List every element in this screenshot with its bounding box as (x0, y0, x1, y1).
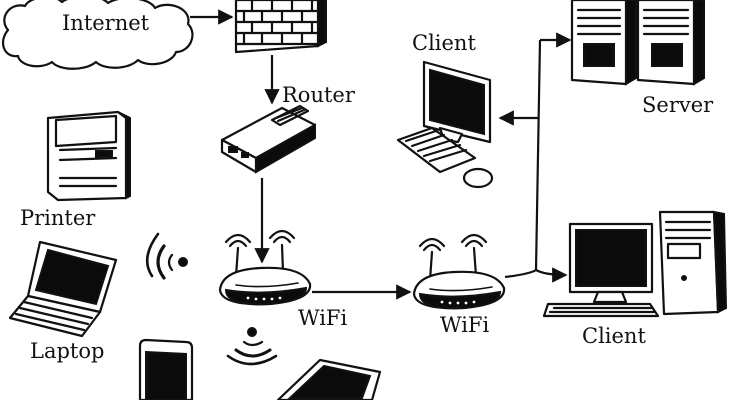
wifi-signal-left (145, 232, 188, 280)
keyboard-icon (396, 126, 477, 174)
tablet-icon (276, 358, 382, 400)
desktop-computer-icon (542, 210, 728, 318)
desktop-computer-icon (396, 60, 494, 189)
signal-waves-icon (226, 327, 278, 366)
router-icon (220, 104, 317, 174)
firewall-node (234, 0, 327, 54)
wifi-left-node: WiFi (218, 229, 348, 330)
keyboard-icon (542, 302, 660, 318)
label-router: Router (282, 83, 356, 107)
phone-node (138, 338, 194, 400)
wireless-router-icon (412, 233, 506, 310)
label-laptop: Laptop (30, 339, 104, 363)
edge-trunk-client-bottom (535, 267, 568, 283)
label-server: Server (642, 93, 714, 117)
wireless-router-icon (218, 229, 312, 306)
label-internet: Internet (62, 11, 150, 35)
cloud-icon (1, 0, 194, 70)
client-top-node: Client (396, 31, 494, 189)
mouse-icon (462, 167, 494, 189)
internet-node: Internet (1, 0, 194, 70)
label-wifi-left: WiFi (298, 306, 348, 330)
printer-node: Printer (20, 110, 131, 230)
tablet-node (276, 358, 382, 400)
wifi-signal-bottom (226, 327, 278, 366)
label-client-bottom: Client (582, 324, 646, 348)
label-client-top: Client (412, 31, 476, 55)
label-wifi-right: WiFi (440, 313, 490, 337)
connectors (190, 9, 572, 300)
server-node: Server (570, 0, 714, 117)
brick-wall-icon (234, 0, 327, 54)
laptop-node: Laptop (8, 240, 118, 363)
printer-icon (46, 110, 131, 202)
wifi-right-node: WiFi (412, 233, 506, 337)
client-bottom-node: Client (542, 210, 728, 348)
signal-waves-icon (145, 232, 188, 280)
router-node: Router (220, 83, 356, 174)
smartphone-icon (138, 338, 194, 400)
server-tower-icon (570, 0, 705, 86)
edge-wifi-trunk (504, 39, 542, 279)
label-printer: Printer (20, 206, 96, 230)
laptop-icon (8, 240, 118, 338)
